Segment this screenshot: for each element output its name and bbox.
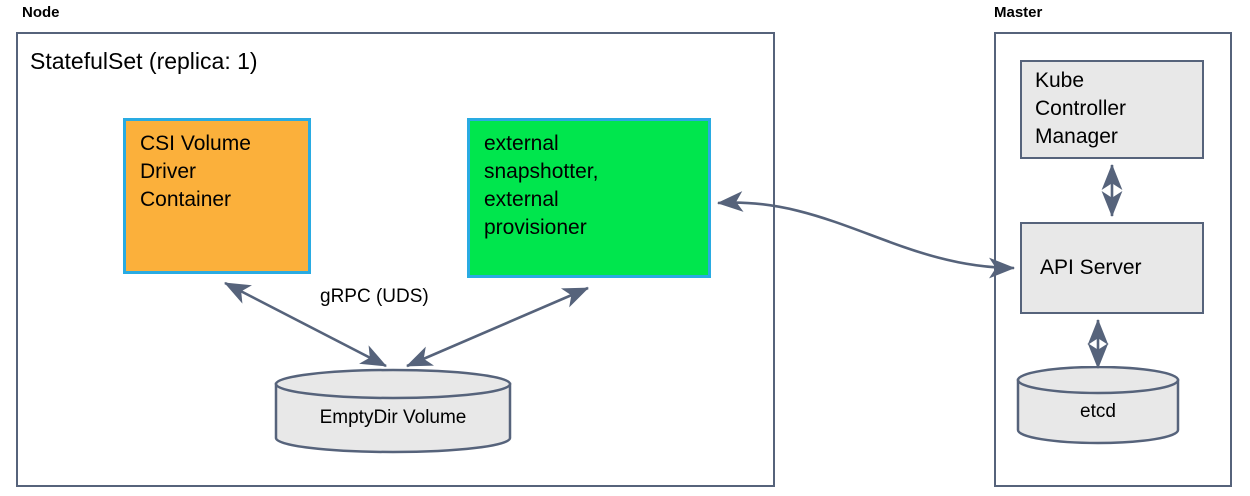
external-snapshotter-provisioner-container[interactable]: external snapshotter, external provision… — [467, 118, 711, 278]
statefulset-title: StatefulSet (replica: 1) — [30, 48, 258, 74]
kcm-line-1: Kube — [1035, 69, 1085, 92]
master-group-label: Master — [994, 4, 1043, 21]
sidecar-container-line-2: snapshotter, — [484, 159, 599, 183]
csi-container-line-2: Driver — [140, 159, 196, 183]
sidecar-container-line-1: external — [484, 132, 559, 155]
sidecar-container-line-4: provisioner — [484, 215, 587, 239]
csi-container-line-3: Container — [140, 187, 232, 211]
api-server-label: API Server — [1040, 256, 1142, 280]
csi-volume-driver-container[interactable]: CSI Volume Driver Container — [123, 118, 311, 274]
kube-controller-manager-box[interactable]: Kube Controller Manager — [1020, 60, 1204, 159]
api-server-box[interactable]: API Server — [1020, 222, 1204, 314]
etcd-label: etcd — [1080, 401, 1116, 422]
emptydir-volume-label: EmptyDir Volume — [319, 407, 467, 428]
node-group-label: Node — [22, 4, 60, 21]
sidecar-container-line-3: external — [484, 187, 559, 211]
kcm-line-3: Manager — [1035, 124, 1118, 148]
grpc-uds-edge-label: gRPC (UDS) — [320, 286, 429, 307]
etcd-cylinder[interactable]: etcd — [1016, 366, 1180, 446]
emptydir-volume-cylinder[interactable]: EmptyDir Volume — [274, 368, 512, 454]
csi-container-line-1: CSI Volume — [140, 132, 251, 155]
kcm-line-2: Controller — [1035, 96, 1127, 120]
